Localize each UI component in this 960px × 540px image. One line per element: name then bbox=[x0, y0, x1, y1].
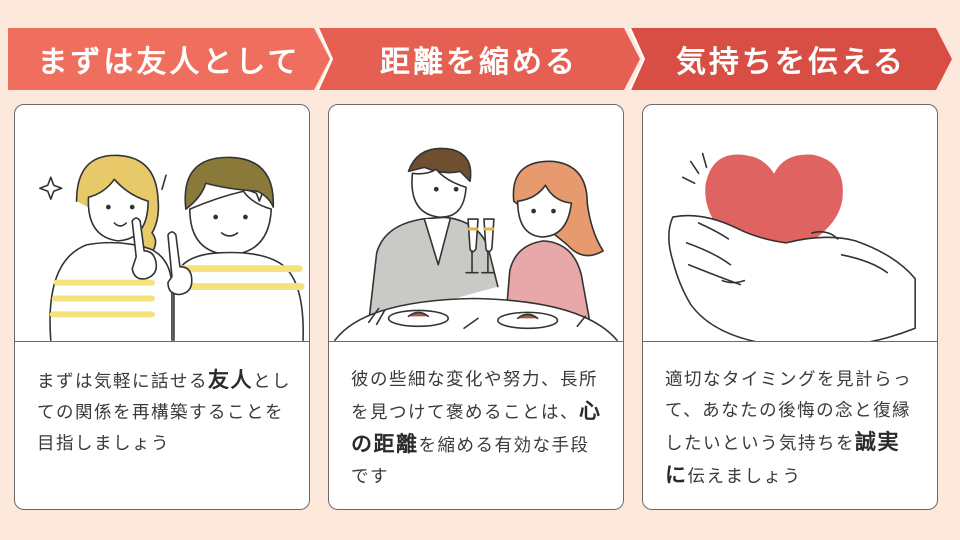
card-description: 彼の些細な変化や努力、長所を見つけて褒めることは、心の距離を縮める有効な手段です bbox=[351, 365, 607, 493]
desc-highlight: 心の距離 bbox=[351, 399, 602, 456]
card-divider bbox=[329, 341, 623, 342]
card-friends: まずは気軽に話せる友人としての関係を再構築することを目指しましょう bbox=[14, 104, 310, 510]
step-header-feelings: 気持ちを伝える bbox=[630, 28, 952, 90]
chevron-shape bbox=[630, 28, 952, 90]
step-header-friends: まずは友人として bbox=[8, 28, 330, 90]
card-divider bbox=[15, 341, 309, 342]
friends-couple-illustration bbox=[39, 154, 305, 341]
chevron-shape bbox=[318, 28, 640, 90]
desc-text: 伝えましょう bbox=[687, 467, 802, 487]
card-feelings: 適切なタイミングを見計らって、あなたの後悔の念と復縁したいという気持ちを誠実に伝… bbox=[642, 104, 938, 510]
dinner-toast-illustration bbox=[334, 147, 618, 341]
desc-text: としての関係を再構築することを目指しましょう bbox=[37, 372, 291, 454]
desc-text: まずは気軽に話せる bbox=[37, 372, 208, 392]
heart-in-hands-illustration bbox=[668, 152, 916, 341]
desc-text: を縮める有効な手段です bbox=[351, 436, 590, 487]
desc-highlight: 友人 bbox=[208, 368, 253, 392]
step-header-distance: 距離を縮める bbox=[318, 28, 640, 90]
desc-text: 適切なタイミングを見計らって、あなたの後悔の念と復縁したいという気持ちを bbox=[665, 370, 912, 454]
card-description: 適切なタイミングを見計らって、あなたの後悔の念と復縁したいという気持ちを誠実に伝… bbox=[665, 365, 921, 493]
chevron-shape bbox=[8, 28, 330, 90]
card-description: まずは気軽に話せる友人としての関係を再構築することを目指しましょう bbox=[37, 365, 293, 460]
step-label: 距離を縮める bbox=[380, 45, 578, 80]
desc-text: 彼の些細な変化や努力、長所を見つけて褒めることは、 bbox=[351, 370, 598, 423]
card-distance: 彼の些細な変化や努力、長所を見つけて褒めることは、心の距離を縮める有効な手段です bbox=[328, 104, 624, 510]
step-label: 気持ちを伝える bbox=[675, 45, 907, 80]
step-label: まずは友人として bbox=[37, 45, 301, 80]
desc-highlight: 誠実に bbox=[665, 430, 900, 487]
card-divider bbox=[643, 341, 937, 342]
